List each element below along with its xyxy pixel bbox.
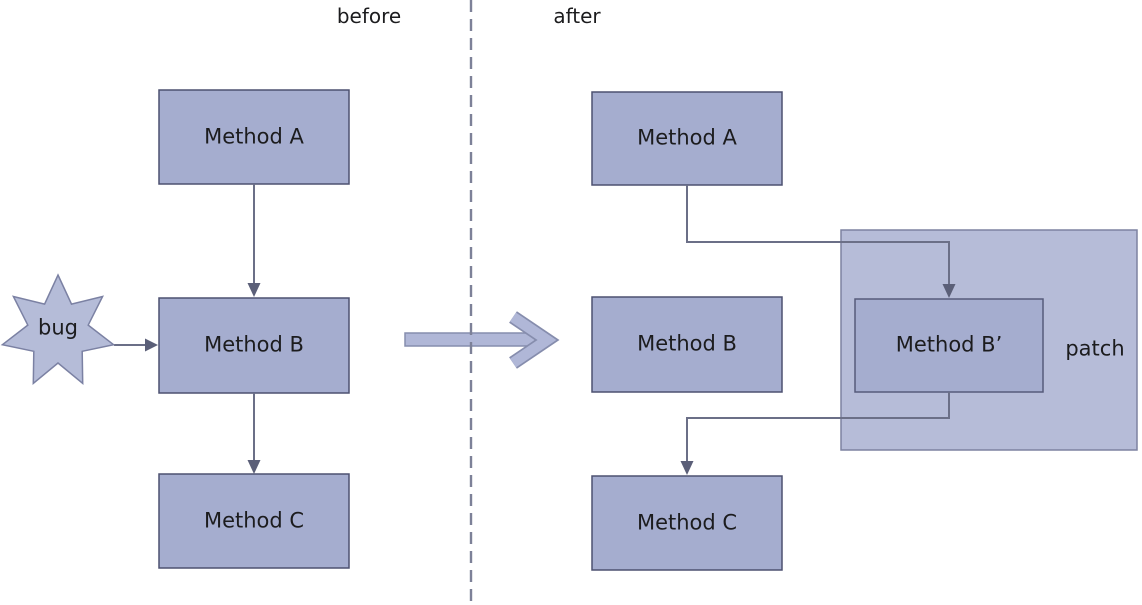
panel-label-before: before <box>336 4 402 28</box>
method-a-box-after <box>591 91 783 186</box>
connector-bprime-to-c-after <box>680 392 950 475</box>
arrowhead-down-icon <box>680 461 694 475</box>
method-c-label-before: Method C <box>203 508 305 533</box>
bug-label: bug <box>38 315 78 340</box>
panel-label-after: after <box>553 4 601 28</box>
arrowhead-down-icon <box>247 460 261 474</box>
arrowhead-right-icon <box>145 338 158 352</box>
method-c-label-after: Method C <box>636 510 738 535</box>
method-b-label-before: Method B <box>204 332 304 357</box>
method-a-label-before: Method A <box>204 124 304 149</box>
connector-a-to-bprime-after <box>686 185 956 298</box>
method-b-prime-label: Method B’ <box>895 332 1003 357</box>
arrowhead-down-icon <box>247 283 261 297</box>
method-a-box-before <box>158 89 350 185</box>
arrowhead-down-icon <box>942 284 956 298</box>
patch-label: patch <box>1065 336 1125 361</box>
method-c-box-after <box>591 475 783 571</box>
transform-arrow-icon <box>404 311 560 369</box>
connector-b-to-c-before <box>247 393 261 474</box>
method-b-label-after: Method B <box>637 331 737 356</box>
method-b-prime-box <box>854 298 1044 393</box>
method-b-box-before <box>158 297 350 394</box>
bug-star-icon <box>0 273 116 386</box>
method-a-label-after: Method A <box>637 125 737 150</box>
method-b-box-after <box>591 296 783 393</box>
method-c-box-before <box>158 473 350 569</box>
connector-a-to-b-before <box>247 184 261 297</box>
bug-arrow <box>114 338 158 352</box>
